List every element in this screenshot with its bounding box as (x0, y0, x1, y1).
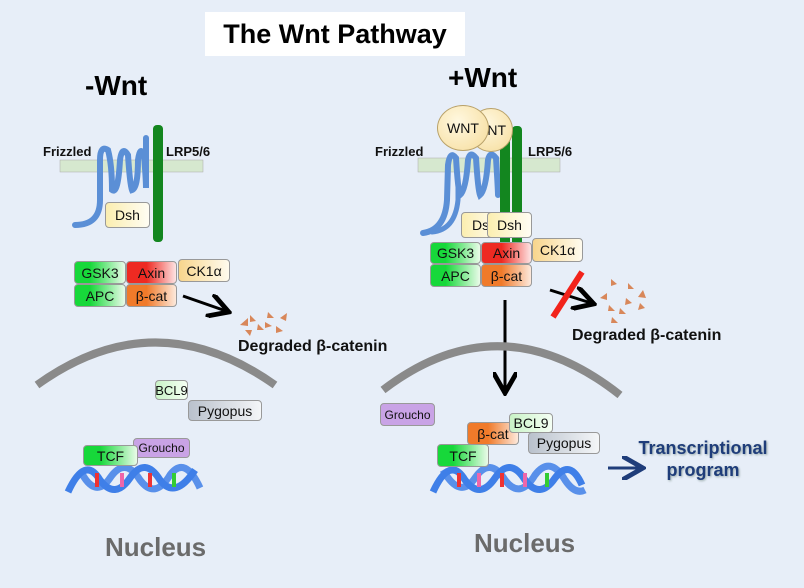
axin-box-right: Axin (481, 242, 532, 264)
degraded-fragments-right (600, 279, 646, 323)
frizzled-receptor-right (420, 151, 501, 236)
lrp-receptor-left (153, 125, 163, 242)
bcl9-box-left: BCL9 (155, 380, 188, 400)
tcf-box-left: TCF (83, 445, 138, 466)
pygopus-box-left: Pygopus (188, 400, 262, 421)
frizzled-label-left: Frizzled (43, 144, 92, 159)
dna-left (64, 464, 204, 494)
degraded-label-left: Degraded β-catenin (238, 338, 388, 355)
wnt-ligand-1: WNT (437, 105, 489, 151)
page-title: The Wnt Pathway (205, 12, 465, 56)
apc-box-right: APC (430, 264, 481, 287)
pygopus-box-right: Pygopus (528, 432, 600, 454)
nucleus-label-left: Nucleus (105, 532, 207, 562)
ck1-box-left: CK1α (178, 259, 230, 282)
block-mark (550, 270, 585, 319)
beta-catenin-box-right: β-cat (481, 264, 532, 287)
degraded-label-right: Degraded β-catenin (572, 327, 722, 344)
no-wnt-heading: -Wnt (85, 70, 148, 101)
groucho-box-left: Groucho (133, 438, 190, 458)
ck1-box-right: CK1α (532, 238, 583, 262)
tcf-box-right: TCF (437, 444, 489, 467)
dsh-box-right-2: Dsh (487, 212, 532, 238)
apc-box-left: APC (74, 284, 126, 307)
degradation-arrow-left (182, 296, 226, 311)
dsh-box-left: Dsh (105, 202, 150, 228)
axin-box-left: Axin (126, 261, 177, 284)
groucho-box-right: Groucho (380, 403, 435, 426)
gsk3-box-right: GSK3 (430, 242, 481, 264)
degraded-fragments-left (240, 312, 287, 336)
wnt-heading: +Wnt (448, 62, 518, 93)
gsk3-box-left: GSK3 (74, 261, 126, 284)
bcl9-box-right: BCL9 (509, 413, 553, 433)
beta-catenin-box-left: β-cat (126, 284, 177, 307)
transcriptional-program-label: Transcriptional program (638, 438, 768, 480)
nuclear-envelope-left (34, 338, 278, 389)
lrp-label-right: LRP5/6 (528, 144, 573, 159)
nuclear-envelope-right (380, 342, 623, 399)
frizzled-receptor-left (72, 135, 149, 228)
nucleus-label-right: Nucleus (474, 528, 576, 558)
blocked-degradation-arrow (549, 290, 591, 303)
beta-catenin-box-nuclear: β-cat (467, 422, 519, 445)
frizzled-label-right: Frizzled (375, 144, 424, 159)
lrp-label-left: LRP5/6 (166, 144, 211, 159)
dna-right (429, 462, 587, 495)
